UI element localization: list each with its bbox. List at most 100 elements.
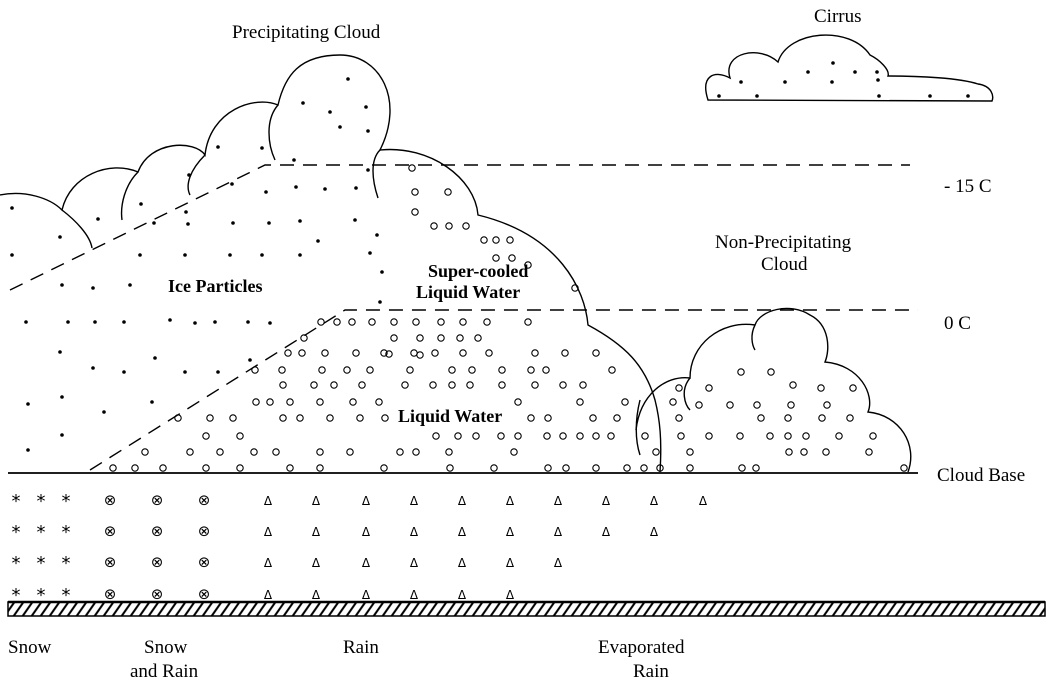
ice-dot xyxy=(138,253,142,257)
liquid-droplet xyxy=(456,334,464,342)
liquid-droplet xyxy=(498,366,506,374)
cloud-tower-line-3 xyxy=(187,154,206,196)
liquid-droplet xyxy=(669,398,677,406)
liquid-droplet xyxy=(411,208,419,216)
rain-symbol: Δ xyxy=(650,525,659,539)
cirrus-ice-dots xyxy=(717,61,970,98)
liquid-droplet xyxy=(705,384,713,392)
rain-symbol: Δ xyxy=(554,556,563,570)
liquid-droplet xyxy=(800,448,808,456)
ice-dot xyxy=(248,358,252,362)
ice-dot xyxy=(268,321,272,325)
liquid-droplet xyxy=(343,366,351,374)
liquid-droplet xyxy=(412,448,420,456)
liquid-droplet xyxy=(492,254,500,262)
liquid-droplet xyxy=(527,414,535,422)
liquid-droplet xyxy=(592,432,600,440)
liquid-droplet xyxy=(835,432,843,440)
snow-and-rain-symbol: ⊗ xyxy=(104,491,117,509)
liquid-droplet xyxy=(317,318,325,326)
ice-dot xyxy=(294,185,298,189)
ice-dot xyxy=(755,94,759,98)
rain-symbol: Δ xyxy=(506,494,515,508)
liquid-droplet xyxy=(527,366,535,374)
ice-dot xyxy=(60,283,64,287)
cloud-tower-line-4 xyxy=(268,104,279,161)
rain-symbol: Δ xyxy=(312,588,321,602)
liquid-droplet xyxy=(686,464,694,472)
liquid-droplet xyxy=(159,464,167,472)
snow-and-rain-symbol: ⊗ xyxy=(151,585,164,603)
liquid-droplet xyxy=(390,334,398,342)
liquid-droplet xyxy=(141,448,149,456)
liquid-droplet xyxy=(411,188,419,196)
rain-symbol: Δ xyxy=(458,525,467,539)
liquid-droplet xyxy=(272,448,280,456)
ice-dot xyxy=(328,110,332,114)
non-precipitating-cloud-label-line2: Cloud xyxy=(761,254,808,275)
rain-symbol: Δ xyxy=(362,494,371,508)
liquid-droplet xyxy=(348,318,356,326)
liquid-droplet xyxy=(429,381,437,389)
ice-dot xyxy=(24,320,28,324)
liquid-droplet xyxy=(576,432,584,440)
snow-and-rain-symbol: ⊗ xyxy=(151,522,164,540)
ice-dot xyxy=(66,320,70,324)
liquid-droplet xyxy=(767,368,775,376)
liquid-droplet xyxy=(900,464,908,472)
liquid-droplet xyxy=(298,349,306,357)
liquid-droplet xyxy=(432,432,440,440)
liquid-droplet xyxy=(675,414,683,422)
liquid-droplet xyxy=(607,432,615,440)
supercooled-water-label-line1: Super-cooled xyxy=(428,261,528,281)
ice-dot xyxy=(10,206,14,210)
rain-symbol: Δ xyxy=(458,588,467,602)
ice-dot xyxy=(783,80,787,84)
ice-dot xyxy=(58,235,62,239)
liquid-droplet xyxy=(330,381,338,389)
cirrus-cloud-outline xyxy=(705,34,994,102)
ice-dot xyxy=(93,320,97,324)
liquid-droplet xyxy=(296,414,304,422)
liquid-droplet xyxy=(472,432,480,440)
liquid-droplet xyxy=(406,366,414,374)
isotherm-minus-15-line xyxy=(9,164,910,291)
snow-and-rain-symbol: ⊗ xyxy=(198,585,211,603)
liquid-droplet xyxy=(531,349,539,357)
ice-dot xyxy=(316,239,320,243)
snow-and-rain-symbol: ⊗ xyxy=(104,522,117,540)
liquid-droplet xyxy=(480,236,488,244)
ice-dot xyxy=(60,433,64,437)
ice-dot xyxy=(26,402,30,406)
rain-symbol: Δ xyxy=(602,494,611,508)
liquid-droplet xyxy=(592,464,600,472)
liquid-droplet xyxy=(236,432,244,440)
liquid-droplet xyxy=(738,464,746,472)
liquid-droplet xyxy=(784,432,792,440)
isotherm-zero-line xyxy=(89,309,918,471)
liquid-droplet xyxy=(823,401,831,409)
liquid-droplet xyxy=(284,349,292,357)
ice-dot xyxy=(354,186,358,190)
liquid-droplet xyxy=(559,432,567,440)
liquid-droplet xyxy=(316,448,324,456)
ice-dot xyxy=(231,221,235,225)
rain-label: Rain xyxy=(343,637,379,658)
ice-dot xyxy=(230,182,234,186)
evaporated-rain-label-line1: Evaporated xyxy=(598,637,685,658)
ice-particle-dots xyxy=(10,77,384,452)
liquid-droplet xyxy=(510,448,518,456)
liquid-droplet xyxy=(579,381,587,389)
ice-dot xyxy=(298,219,302,223)
ice-dot xyxy=(102,410,106,414)
cloud-tower-line-1 xyxy=(61,209,93,249)
liquid-droplet xyxy=(366,366,374,374)
ice-dot xyxy=(739,80,743,84)
ice-dot xyxy=(366,168,370,172)
liquid-droplet xyxy=(468,366,476,374)
non-precip-inner-line-2 xyxy=(751,324,756,351)
liquid-droplet xyxy=(869,432,877,440)
snow-and-rain-symbol: ⊗ xyxy=(198,522,211,540)
ice-dot xyxy=(183,370,187,374)
snow-and-rain-label-line1: Snow xyxy=(144,637,188,658)
